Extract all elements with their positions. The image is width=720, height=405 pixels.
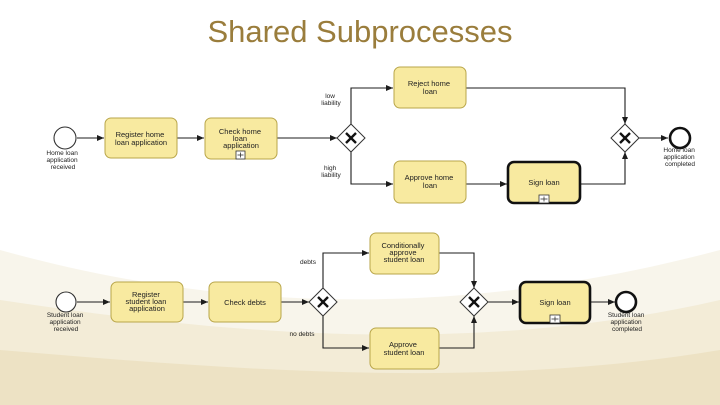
xor-gateway-join (459, 287, 489, 317)
end-event-label: Student loan application completed (608, 312, 646, 333)
subprocess-marker-icon (538, 194, 550, 204)
label-no-debts: no debts (290, 331, 316, 338)
xor-gateway-split (336, 123, 366, 153)
task-conditionally-approve (369, 232, 440, 275)
xor-gateway-join (610, 123, 640, 153)
end-event (614, 290, 638, 314)
label-low-liability: low liability (321, 93, 341, 107)
task-approve-label: Approve student loan (384, 340, 425, 357)
task-reject-label: Reject home loan (408, 79, 452, 96)
subprocess-marker-icon (549, 314, 561, 324)
task-approve-home-loan (393, 160, 467, 204)
end-event (668, 126, 692, 150)
label-debts: debts (300, 259, 317, 266)
xor-gateway-split (308, 287, 338, 317)
home-loan-process: Home loan application received Register … (46, 66, 696, 205)
start-event (55, 291, 77, 313)
slide-title: Shared Subprocesses (207, 14, 513, 49)
task-check-label: Check debts (224, 298, 266, 307)
task-approve-label: Approve home loan (405, 173, 456, 190)
task-register-label: Register home loan application (115, 130, 167, 147)
task-register-home-loan (104, 117, 178, 159)
task-sign-label: Sign loan (539, 298, 570, 307)
task-register-student-loan (110, 281, 184, 323)
task-reject-home-loan (393, 66, 467, 109)
task-register-label: Register student loan application (126, 290, 169, 313)
start-event-label: Home loan application received (46, 150, 79, 171)
label-high-liability: high liability (321, 165, 341, 179)
task-sign-label: Sign loan (528, 178, 559, 187)
task-check-debts (208, 281, 282, 323)
task-cond-approve-label: Conditionally approve student loan (381, 241, 426, 264)
subprocess-marker-icon (235, 150, 246, 160)
start-event-label: Student loan application received (47, 312, 85, 333)
student-loan-process: Student loan application received Regist… (47, 232, 646, 370)
end-event-label: Home loan application completed (663, 147, 696, 168)
task-approve-student-loan (369, 327, 440, 370)
task-check-label: Check home loan application (219, 127, 263, 150)
start-event (53, 126, 77, 150)
